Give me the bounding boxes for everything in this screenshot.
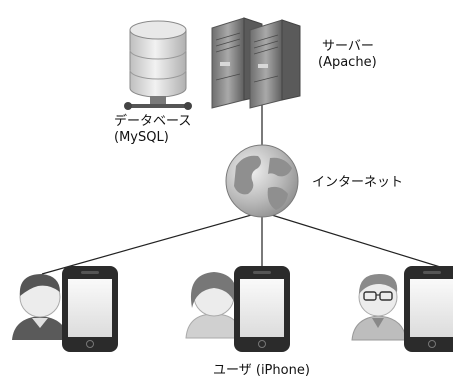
smartphone-icon <box>234 266 290 352</box>
database-label-line1: データベース <box>114 113 191 129</box>
database-label-line2: (MySQL) <box>114 130 169 145</box>
user-icon <box>12 274 68 340</box>
server-icon <box>211 17 301 109</box>
internet-to-user-left-line <box>41 211 263 275</box>
server-label-line2: (Apache) <box>318 55 377 70</box>
smartphone-icon <box>62 266 118 352</box>
users-label: ユーザ (iPhone) <box>213 363 310 378</box>
user-icon <box>351 274 407 341</box>
internet-label: インターネット <box>312 175 403 190</box>
internet-to-user-right-line <box>261 211 451 271</box>
connection-lines <box>41 100 451 275</box>
database-icon <box>124 20 192 110</box>
globe-icon <box>225 144 299 218</box>
user-icon <box>185 272 243 339</box>
smartphone-icon <box>404 266 453 352</box>
server-label-line1: サーバー <box>322 39 374 54</box>
